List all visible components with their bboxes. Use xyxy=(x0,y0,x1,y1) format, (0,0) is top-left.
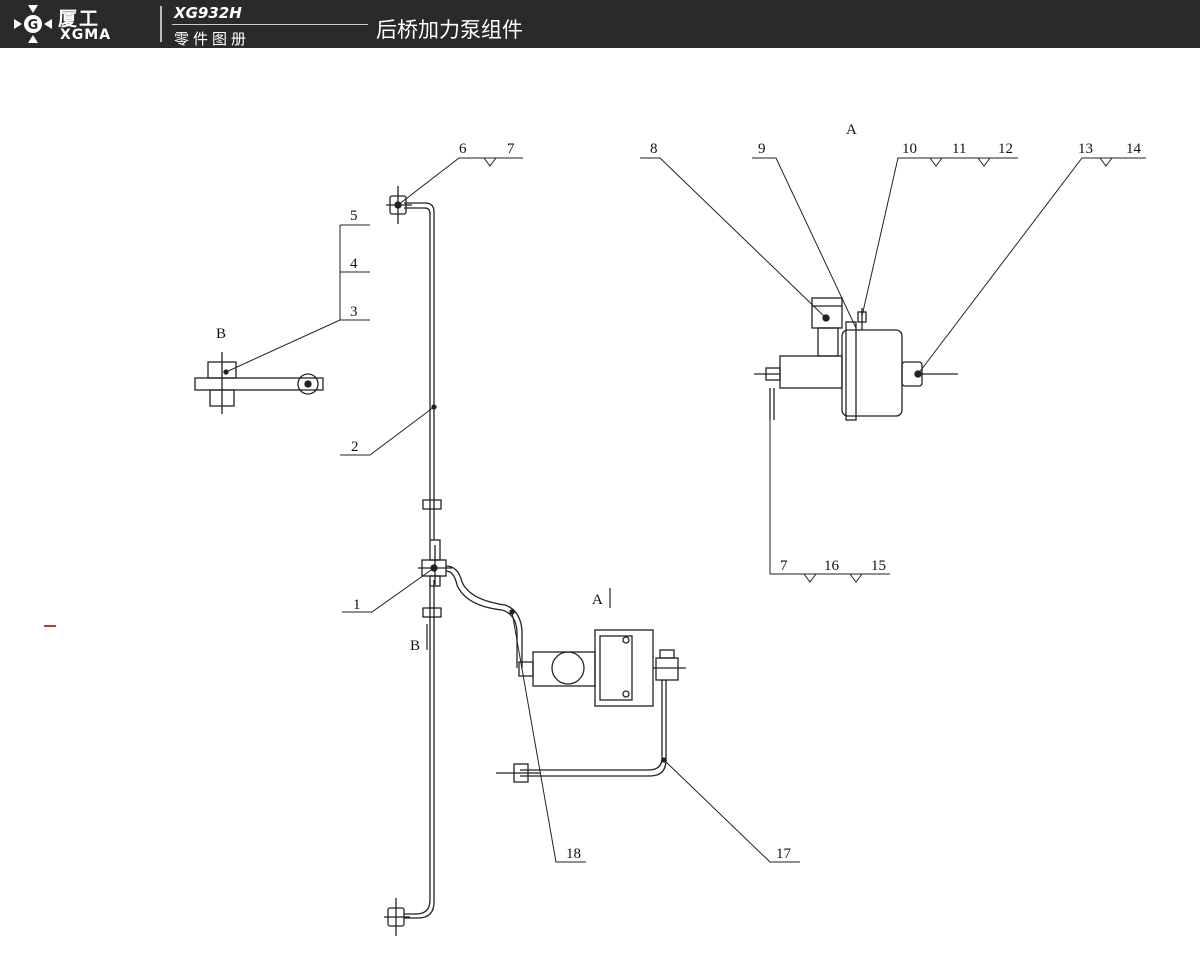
model-number: XG932H xyxy=(174,4,242,22)
callout-15: 15 xyxy=(871,558,886,574)
top-pipe-fitting xyxy=(386,186,412,224)
detail-b-bracket xyxy=(194,352,324,414)
catalog-label: 零件图册 xyxy=(174,30,251,48)
callout-4: 4 xyxy=(350,256,358,272)
pipe-clamp-upper xyxy=(422,499,442,510)
view-a-pump-assembly xyxy=(754,297,958,421)
brand-name-en: XGMA xyxy=(60,27,112,43)
callout-3: 3 xyxy=(350,304,358,320)
callout-10: 10 xyxy=(902,141,917,157)
svg-text:G: G xyxy=(28,18,39,33)
brake-pipe-vertical xyxy=(404,202,437,919)
callout-17: 17 xyxy=(776,846,792,862)
brand-name-cn: 厦工 xyxy=(58,8,101,30)
callout-11: 11 xyxy=(952,141,966,157)
callout-12: 12 xyxy=(998,141,1013,157)
callout-2: 2 xyxy=(351,439,359,455)
view-b-label: B xyxy=(216,326,226,342)
booster-pump-side-view xyxy=(518,629,686,707)
view-a-arrow-label: A xyxy=(592,592,603,608)
callout-7-top: 7 xyxy=(507,141,515,157)
tee-joint xyxy=(418,539,452,587)
callout-13: 13 xyxy=(1078,141,1093,157)
callout-8: 8 xyxy=(650,141,658,157)
xgma-logo-icon: G xyxy=(14,5,52,43)
view-b-arrow-label: B xyxy=(410,638,420,654)
callout-9: 9 xyxy=(758,141,766,157)
model-underline xyxy=(172,24,368,25)
callout-18: 18 xyxy=(566,846,581,862)
callout-5: 5 xyxy=(350,208,358,224)
callout-7-right: 7 xyxy=(780,558,788,574)
page-title: 后桥加力泵组件 xyxy=(376,18,523,42)
callout-6: 6 xyxy=(459,141,467,157)
header-bar: G 厦工 XGMA XG932H 零件图册 后桥加力泵组件 xyxy=(0,0,1200,48)
view-a-label: A xyxy=(846,122,857,138)
callout-16: 16 xyxy=(824,558,840,574)
callout-14: 14 xyxy=(1126,141,1142,157)
bottom-pipe-fitting xyxy=(384,898,410,936)
brake-pipe-lower xyxy=(496,680,667,783)
callout-1: 1 xyxy=(353,597,361,613)
flex-hose xyxy=(445,565,523,668)
pipe-clamp-lower xyxy=(422,607,442,618)
header-divider xyxy=(160,6,162,42)
